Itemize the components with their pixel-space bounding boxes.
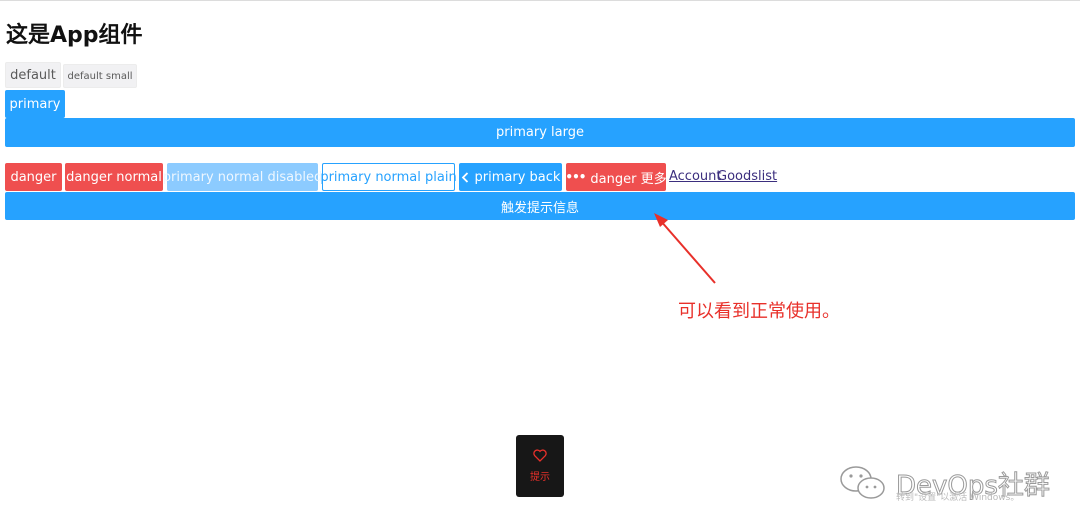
heart-icon — [533, 449, 547, 462]
account-link[interactable]: Account — [669, 169, 722, 184]
watermark: DevOps社群 转到"设置"以激活 Windows。 — [838, 463, 1068, 507]
wechat-icon — [840, 466, 885, 499]
goodslist-link[interactable]: Goodslist — [717, 169, 778, 184]
windows-activation-text: 转到"设置"以激活 Windows。 — [896, 493, 1020, 503]
default-small-button[interactable]: default small — [63, 64, 137, 88]
primary-large-button[interactable]: primary large — [5, 118, 1075, 147]
toast-popup: 提示 — [516, 435, 564, 497]
page-title: 这是App组件 — [6, 23, 143, 48]
annotation-text: 可以看到正常使用。 — [678, 301, 840, 322]
more-dots-icon: ••• — [565, 170, 586, 184]
primary-normal-disabled-button: primary normal disabled — [163, 163, 322, 191]
primary-normal-plain-button[interactable]: primary normal plain — [320, 163, 457, 191]
primary-button[interactable]: primary — [5, 90, 65, 118]
danger-normal-button[interactable]: danger normal — [65, 163, 163, 191]
danger-button[interactable]: danger — [5, 163, 62, 191]
chevron-left-icon — [461, 171, 468, 183]
toast-text: 提示 — [530, 472, 550, 483]
watermark-text: DevOps社群 — [896, 471, 1051, 502]
primary-back-button[interactable]: primary back — [459, 163, 562, 191]
trigger-toast-button[interactable]: 触发提示信息 — [5, 192, 1075, 220]
default-button[interactable]: default — [5, 62, 61, 88]
danger-more-button[interactable]: ••• danger 更多 — [565, 163, 667, 191]
danger-more-label: danger 更多 — [590, 171, 667, 187]
primary-back-label: primary back — [474, 169, 561, 185]
